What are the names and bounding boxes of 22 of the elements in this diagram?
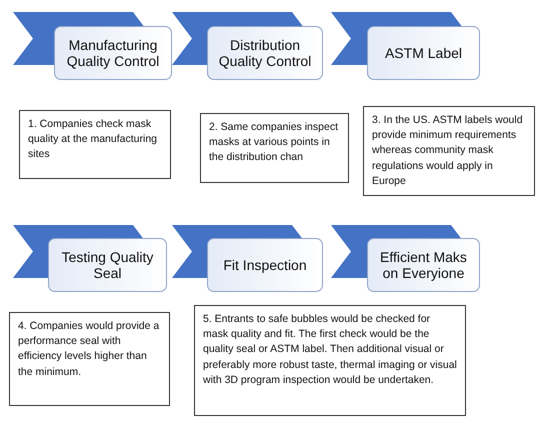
step-title: Distribution Quality Control	[218, 36, 312, 70]
note-box	[19, 110, 171, 179]
chevron-step	[172, 12, 323, 80]
chevron-step	[331, 225, 480, 292]
chevron-step	[13, 12, 172, 80]
note-box	[194, 305, 466, 416]
step-title: ASTM Label	[384, 44, 462, 62]
note-text: 4. Companies would provide a performance seal with efficiency levels higher than the minimum.	[18, 319, 160, 380]
step-title: Testing Quality Seal	[60, 248, 154, 282]
step-title: Manufacturing Quality Control	[66, 36, 160, 70]
note-text: 3. In the US. ASTM labels would provide minimum requirements whereas community mask regulations would apply in Europe	[372, 113, 524, 189]
note-text: 5. Entrants to safe bubbles would be checked for mask quality and fit. The first check would be the quality seal or ASTM label. Then additional visual or preferably more robust taste, thermal imaging or visual with 3D program inspection would be undertaken.	[203, 312, 457, 388]
note-text: 2. Same companies inspect masks at various points in the distribution chan	[209, 120, 339, 166]
note-text: 1. Companies check mask quality at the manufacturing sites	[28, 117, 158, 162]
step-title: Efficient Maks on Everyione	[379, 248, 468, 282]
step-title: Fit Inspection	[223, 256, 307, 274]
note-box	[200, 113, 349, 183]
note-box	[9, 312, 170, 406]
chevron-step	[172, 225, 323, 292]
chevron-step	[13, 225, 167, 292]
note-box	[363, 106, 535, 196]
chevron-step	[331, 12, 480, 80]
